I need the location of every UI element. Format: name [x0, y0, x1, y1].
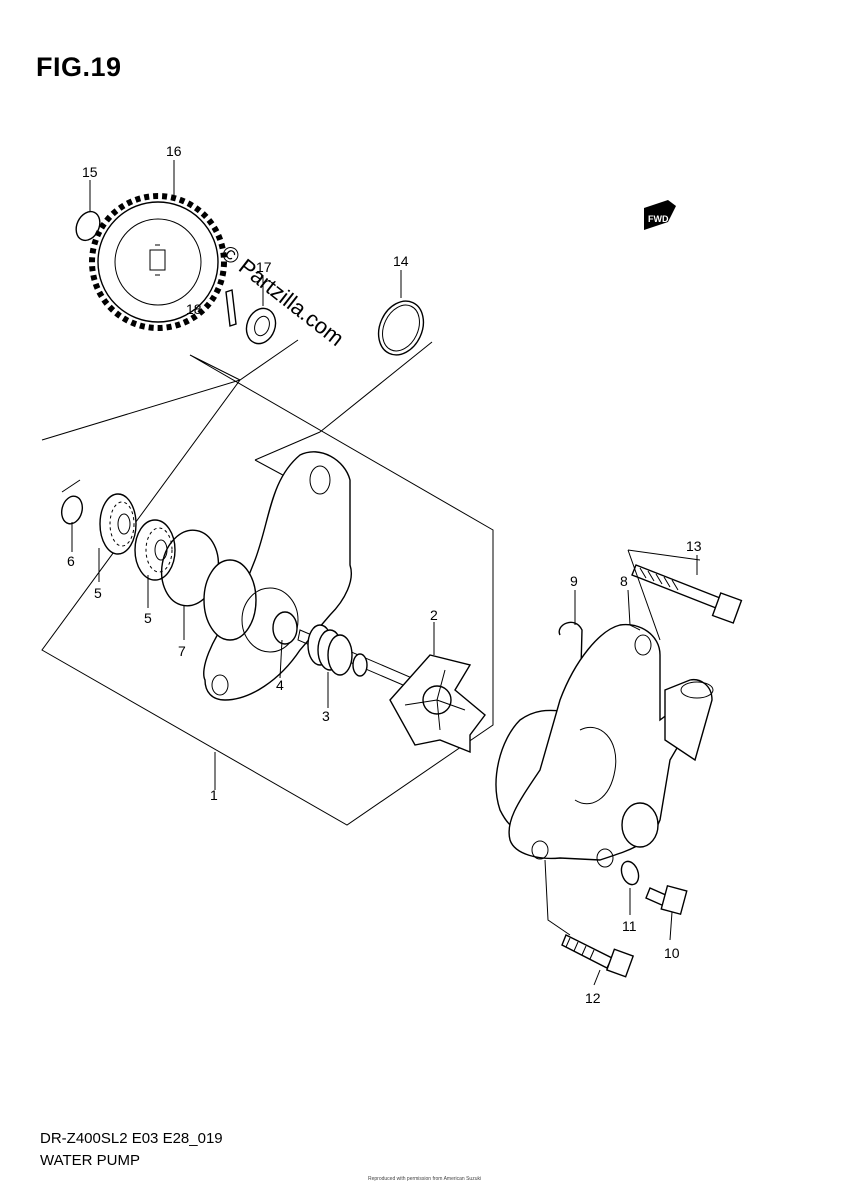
callout-7: 7	[178, 643, 186, 659]
circlip-15	[75, 210, 101, 242]
callout-11: 11	[622, 918, 637, 934]
o-ring-14	[377, 300, 425, 356]
circlip-6	[60, 495, 84, 525]
svg-text:FWD: FWD	[648, 214, 669, 224]
shaft-3	[297, 624, 441, 701]
callout-5a: 5	[94, 585, 102, 601]
callout-10: 10	[664, 945, 680, 961]
assembly-outline	[41, 339, 494, 826]
bearing-5a	[99, 493, 137, 555]
callout-1: 1	[210, 787, 218, 803]
bearing-5b	[134, 519, 176, 581]
bolt-13	[631, 564, 743, 624]
pin-18	[225, 289, 237, 327]
bolt-12	[561, 934, 635, 978]
callout-8: 8	[620, 573, 628, 589]
callout-18: 18	[186, 301, 202, 317]
callout-5b: 5	[144, 610, 152, 626]
callout-12: 12	[585, 990, 601, 1006]
leader-lines	[71, 160, 701, 986]
footer-copyright: Reproduced with permission from American…	[368, 1176, 482, 1182]
callout-3: 3	[322, 708, 330, 724]
gasket-9	[495, 621, 583, 830]
callout-14: 14	[393, 253, 409, 269]
callout-2: 2	[430, 607, 438, 623]
seal-4	[272, 611, 298, 645]
washer-11	[620, 860, 640, 886]
drive-gear	[89, 193, 227, 331]
figure-title: FIG.19	[36, 52, 122, 82]
bolt-10	[645, 884, 688, 916]
pump-body	[203, 451, 352, 701]
callout-16: 16	[166, 143, 182, 159]
callout-4: 4	[276, 677, 284, 693]
part-name: WATER PUMP	[40, 1152, 140, 1169]
pump-cover-8	[508, 623, 714, 868]
fwd-badge-icon: FWD	[644, 200, 676, 230]
washer-17	[245, 307, 277, 345]
model-code: DR-Z400SL2 E03 E28_019	[40, 1130, 223, 1147]
callout-9: 9	[570, 573, 578, 589]
callout-17: 17	[256, 259, 272, 275]
callout-6: 6	[67, 553, 75, 569]
impeller-2	[389, 654, 486, 754]
callout-15: 15	[82, 164, 98, 180]
callout-13: 13	[686, 538, 702, 554]
